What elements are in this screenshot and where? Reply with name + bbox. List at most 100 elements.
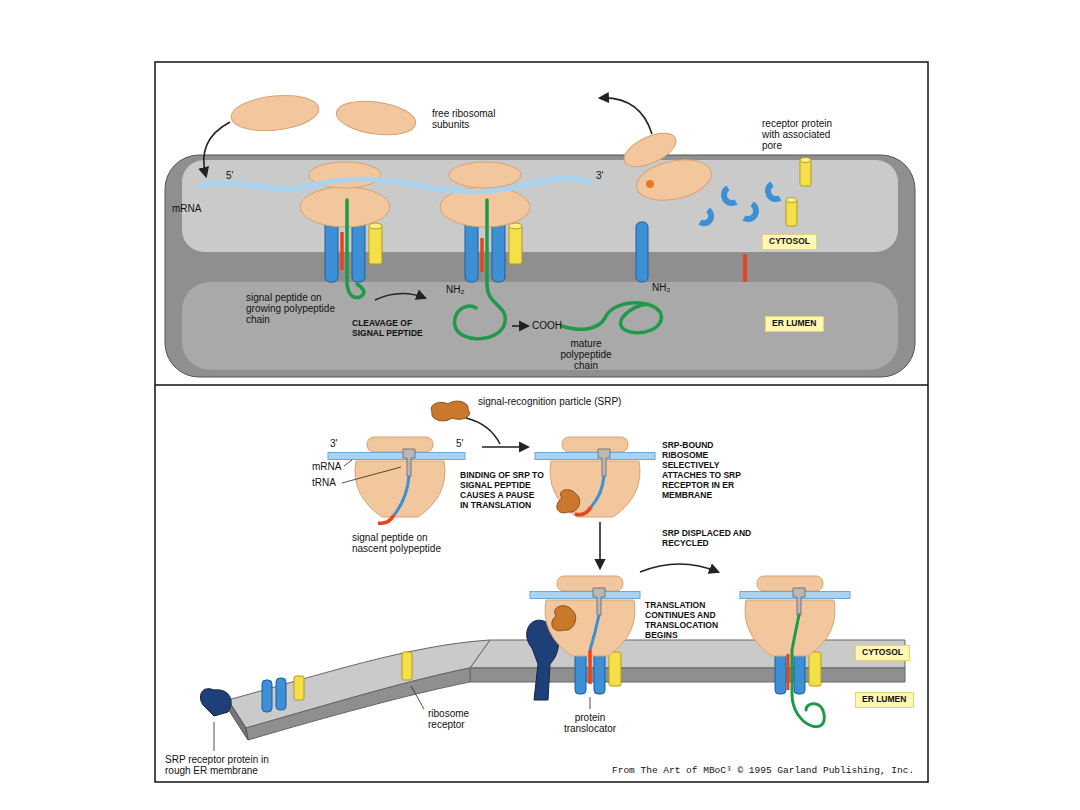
ribosome-large-subunit: [745, 600, 835, 656]
free-translocator-subunit: [768, 184, 780, 199]
free-translocator-subunit: [744, 204, 756, 219]
label-anchor: mature polypeptide chain: [548, 338, 624, 371]
ribosome-receptor: [369, 226, 382, 264]
free-ribosomal-subunit: [334, 97, 418, 140]
translating-ribosome: [535, 437, 655, 517]
nascent-polypeptide: [394, 476, 409, 515]
cycle-arrow: [204, 122, 230, 176]
compartment-label-box: ER LUMEN: [765, 316, 824, 332]
label-anchor: NH₂: [652, 282, 670, 293]
terminus-label: NH₂: [446, 284, 464, 295]
label-anchor: protein translocator: [553, 712, 627, 734]
compartment-label-box: CYTOSOL: [855, 645, 910, 661]
released-ribosome: [619, 126, 715, 206]
free-translocator-subunit: [724, 188, 736, 203]
ribosome-small-subunit: [562, 437, 628, 452]
label-anchor: From The Art of MBoC³ © 1995 Garland Pub…: [612, 766, 914, 776]
ribosome-large-subunit: [355, 461, 445, 517]
signal-peptide: [588, 650, 592, 684]
ribosome-receptor: [509, 223, 522, 229]
label-anchor: signal-recognition particle (SRP): [478, 396, 621, 407]
step-arrow: [466, 418, 500, 444]
free-translocator-subunit: [700, 210, 711, 223]
strand-end-label: 5': [226, 170, 233, 181]
mrna-strand: [535, 453, 655, 460]
srp-particle: [552, 606, 576, 631]
polypeptide-chain: [455, 200, 506, 339]
label-anchor: receptor protein with associated pore: [762, 118, 850, 151]
label-anchor: SRP-BOUND RIBOSOME SELECTIVELY ATTACHES …: [662, 440, 754, 500]
strand-end-label: 3': [330, 438, 337, 449]
signal-peptide: [480, 238, 484, 272]
mature-polypeptide: [562, 303, 661, 333]
part-label: signal peptide on nascent polypeptide: [352, 532, 456, 554]
label-anchor: signal peptide on nascent polypeptide: [352, 532, 456, 554]
nascent-polypeptide: [590, 615, 599, 650]
docked-ribosome: [530, 576, 640, 694]
signal-peptide: [378, 515, 394, 523]
free-ribosomal-subunit: [229, 91, 320, 134]
step-arrow: [599, 522, 601, 568]
mrna-strand: [328, 453, 465, 460]
polypeptide-chain: [347, 200, 364, 297]
rough-er-membrane: [470, 668, 905, 682]
label-anchor: SRP receptor protein in rough ER membran…: [165, 754, 269, 776]
step-caption: TRANSLATION CONTINUES AND TRANSLOCATION …: [645, 600, 735, 640]
free-receptor-protein: [786, 158, 811, 227]
step-arrow: [512, 325, 528, 327]
leader-line: [411, 686, 424, 709]
free-receptor-protein: [786, 200, 797, 226]
ribosome-receptor: [402, 652, 412, 680]
label-anchor: mRNA: [172, 203, 201, 214]
part-label: receptor protein with associated pore: [762, 118, 850, 151]
step-caption: CLEAVAGE OF SIGNAL PEPTIDE: [352, 318, 442, 338]
cycle-arrow: [600, 98, 652, 134]
mrna-strand: [530, 592, 640, 599]
ribosome-small-subunit: [757, 576, 823, 591]
ribosome-large-subunit: [300, 187, 390, 227]
part-label: SRP receptor protein in rough ER membran…: [165, 754, 269, 776]
mrna-strand: [200, 178, 592, 192]
free-receptor-protein: [786, 198, 797, 203]
step-arrow: [482, 446, 528, 448]
protein-translocator: [276, 678, 286, 710]
step-arrow: [375, 293, 425, 300]
part-label: signal peptide on growing polypeptide ch…: [246, 292, 336, 325]
trna: [598, 449, 610, 476]
leader-line: [214, 722, 215, 751]
step-caption: SRP-BOUND RIBOSOME SELECTIVELY ATTACHES …: [662, 440, 754, 500]
signal-peptide: [340, 232, 344, 270]
free-receptor-protein: [800, 158, 811, 163]
ribosome-receptor: [809, 652, 821, 686]
credit-line: From The Art of MBoC³ © 1995 Garland Pub…: [612, 766, 914, 776]
ribosome-receptor: [609, 652, 621, 686]
part-label: signal-recognition particle (SRP): [478, 396, 621, 407]
label-anchor: 5': [456, 438, 463, 449]
er-membrane-slab: [182, 282, 898, 370]
panel-divider: [155, 384, 928, 386]
trna: [793, 588, 805, 615]
ribosome-receptor: [294, 676, 304, 700]
label-anchor: 3': [330, 438, 337, 449]
er-membrane-slab: [165, 155, 915, 377]
srp-particle: [557, 490, 580, 513]
ribosome-small-subunit: [367, 437, 433, 452]
ribosome-large-subunit: [550, 461, 640, 517]
strand-end-label: 3': [596, 170, 603, 181]
label-anchor: NH₂: [446, 284, 464, 295]
compartment-name: ER LUMEN: [772, 319, 816, 329]
step-caption: BINDING OF SRP TO SIGNAL PEPTIDE CAUSES …: [460, 470, 544, 510]
protein-translocator: [262, 680, 272, 712]
part-label: mRNA: [172, 203, 201, 214]
label-anchor: TRANSLATION CONTINUES AND TRANSLOCATION …: [645, 600, 735, 640]
free-receptor-protein: [800, 160, 811, 186]
ribosome-receptor: [509, 226, 522, 264]
strand-end-label: 5': [456, 438, 463, 449]
label-anchor: 5': [226, 170, 233, 181]
leader-line: [342, 467, 401, 483]
cleaved-signal-peptide: [743, 254, 747, 282]
nascent-polypeptide: [591, 476, 604, 507]
leader-line: [344, 460, 352, 466]
